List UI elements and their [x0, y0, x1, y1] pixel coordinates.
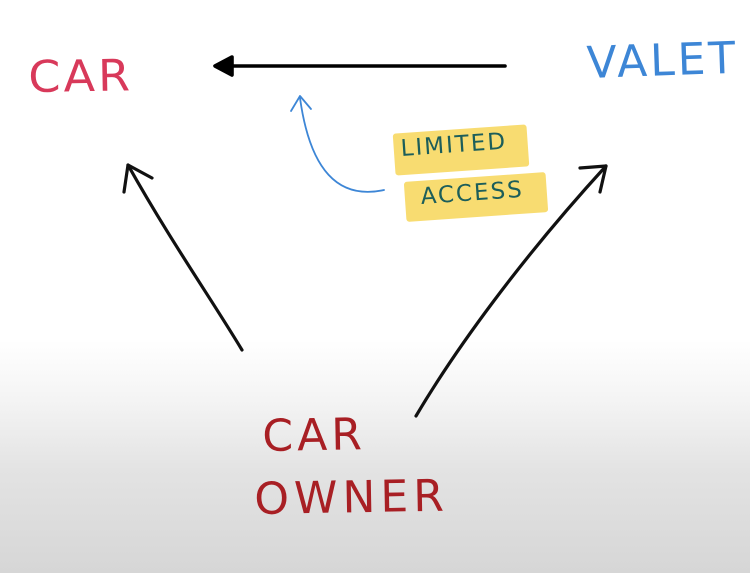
edge-owner-to-valet — [414, 164, 608, 418]
car-owner-label-line1: CAR — [261, 409, 367, 462]
edge-owner-to-valet-arrowhead-icon — [578, 164, 608, 194]
edge-owner-to-car-arrowhead-icon — [122, 163, 154, 194]
edges-layer — [122, 55, 608, 418]
edge-annotation-pointer-arrowhead-icon — [290, 95, 312, 112]
edge-annotation-pointer — [290, 95, 385, 193]
car-owner-label-line2: OWNER — [253, 470, 450, 525]
edge-owner-to-car-line — [126, 163, 244, 352]
edge-valet-to-car — [213, 55, 507, 77]
edge-annotation-pointer-line — [299, 97, 385, 193]
valet-node-label: VALET — [585, 32, 740, 89]
edge-valet-to-car-arrowhead-icon — [213, 55, 234, 77]
car-node-label: CAR — [27, 49, 134, 103]
edge-owner-to-valet-line — [414, 164, 608, 418]
edge-owner-to-car — [122, 163, 244, 352]
